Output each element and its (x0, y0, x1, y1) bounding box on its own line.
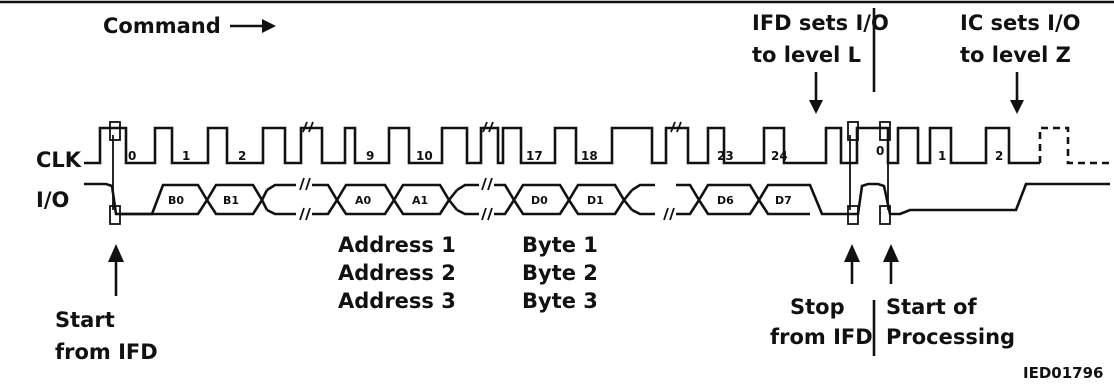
io-waveform (84, 182, 1110, 216)
bit-d1: D1 (587, 194, 604, 207)
clk-label: CLK (36, 148, 82, 172)
command-label: Command (103, 14, 221, 38)
byte-1: Byte 1 (522, 233, 598, 257)
io-break-2 (481, 177, 493, 221)
clk-pulse-1b: 1 (938, 149, 946, 163)
ic-sets-arrow (1010, 72, 1024, 114)
bit-b0: B0 (168, 194, 184, 207)
bit-a1: A1 (412, 194, 428, 207)
clk-pulse-18: 18 (581, 149, 598, 163)
bit-d7: D7 (775, 194, 792, 207)
clk-break-2 (482, 121, 494, 133)
clk-break-1 (302, 121, 314, 133)
clk-pulse-2b: 2 (995, 149, 1003, 163)
io-break-1 (299, 177, 311, 221)
clk-break-3 (670, 121, 682, 133)
stop-from-ifd-line2: from IFD (770, 325, 873, 349)
clk-pulse-1: 1 (182, 149, 190, 163)
clk-pulse-23: 23 (717, 149, 734, 163)
stop-from-ifd-line1: Stop (790, 295, 845, 319)
clk-pulse-0b: 0 (876, 144, 884, 158)
io-label: I/O (36, 188, 69, 212)
start-of-processing-line1: Start of (886, 295, 977, 319)
clk-pulse-10: 10 (416, 149, 433, 163)
start-marker-io (109, 205, 121, 225)
io-break-3 (663, 207, 675, 221)
bit-d6: D6 (717, 194, 734, 207)
bit-d0: D0 (531, 194, 548, 207)
clk-pulse-0: 0 (128, 149, 136, 163)
command-arrow (230, 19, 276, 33)
bit-b1: B1 (223, 194, 239, 207)
address-3: Address 3 (338, 289, 456, 313)
stop-arrow (844, 244, 860, 284)
stop-marker-clk (847, 121, 859, 141)
start-from-ifd-line2: from IFD (55, 340, 158, 364)
ic-sets-line2: to level Z (960, 43, 1071, 67)
ifd-sets-line2: to level L (752, 43, 861, 67)
stop-marker-io (847, 205, 859, 225)
start-marker-clk (109, 121, 121, 141)
ifd-sets-arrow (809, 72, 823, 114)
bit-a0: A0 (355, 194, 372, 207)
clk-waveform-dashed (1038, 126, 1110, 165)
clk-pulse-2: 2 (238, 149, 246, 163)
address-2: Address 2 (338, 261, 456, 285)
clk-waveform (84, 126, 1040, 165)
address-1: Address 1 (338, 233, 456, 257)
clk-pulse-9: 9 (366, 149, 374, 163)
start-arrow (108, 244, 124, 296)
clk-pulse-17: 17 (526, 149, 543, 163)
clk-pulse-24: 24 (771, 149, 788, 163)
processing-marker-clk (879, 121, 891, 141)
ic-sets-line1: IC sets I/O (960, 11, 1080, 35)
processing-marker-io (879, 205, 891, 225)
ifd-sets-line1: IFD sets I/O (752, 11, 889, 35)
byte-3: Byte 3 (522, 289, 598, 313)
start-of-processing-line2: Processing (886, 325, 1015, 349)
start-from-ifd-line1: Start (55, 308, 115, 332)
processing-arrow (883, 244, 899, 284)
reference-id: IED01796 (1023, 364, 1103, 382)
byte-2: Byte 2 (522, 261, 598, 285)
